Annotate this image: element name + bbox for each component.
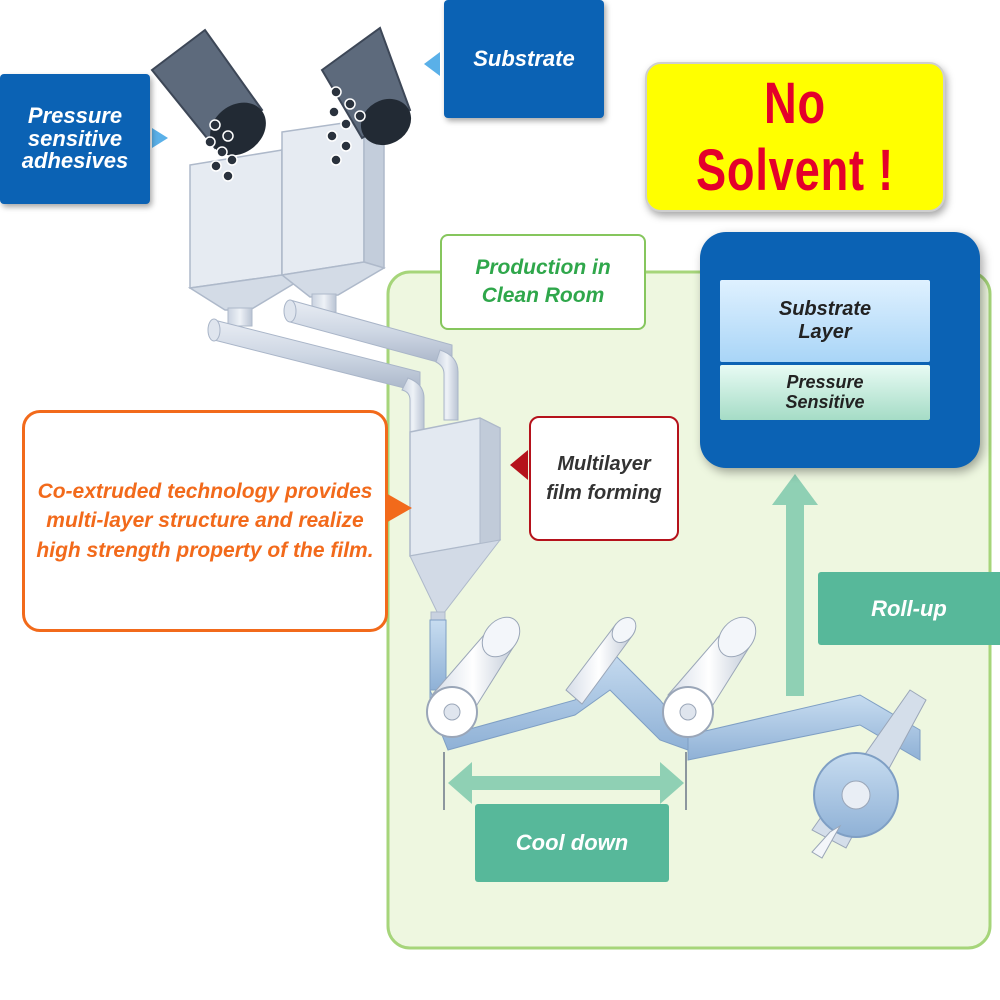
clean-room-label: Production in Clean Room bbox=[440, 234, 646, 330]
multilayer-callout: Multilayer film forming bbox=[529, 416, 679, 541]
coextruded-callout: Co-extruded technology provides multi-la… bbox=[22, 410, 388, 632]
roller-icon bbox=[426, 616, 521, 738]
bucket-icon bbox=[320, 26, 412, 146]
pressure-sensitive-layer-label: Pressure Sensitive bbox=[720, 365, 930, 420]
arrow-icon bbox=[384, 492, 412, 524]
pipe-icon bbox=[207, 299, 459, 441]
bucket-icon bbox=[150, 28, 266, 156]
substrate-label: Substrate bbox=[444, 0, 604, 118]
arrow-icon bbox=[510, 450, 528, 480]
arrow-icon bbox=[152, 128, 168, 148]
pellet-icon bbox=[204, 86, 366, 182]
arrow-icon bbox=[443, 752, 687, 810]
film-roll-icon bbox=[811, 689, 927, 859]
pressure-adhesives-label: Pressure sensitive adhesives bbox=[0, 74, 150, 204]
hopper-icon bbox=[280, 118, 386, 313]
arrow-icon bbox=[772, 474, 818, 696]
roller-icon bbox=[565, 616, 637, 705]
extruder-die bbox=[409, 417, 502, 625]
cool-down-label: Cool down bbox=[475, 804, 669, 882]
no-solvent-banner: No Solvent ! bbox=[645, 62, 945, 212]
substrate-layer-label: Substrate Layer bbox=[720, 280, 930, 362]
roller-icon bbox=[662, 616, 757, 738]
no-solvent-text: No Solvent ! bbox=[695, 71, 895, 203]
arrow-icon bbox=[424, 52, 440, 76]
roll-up-label: Roll-up bbox=[818, 572, 1000, 645]
